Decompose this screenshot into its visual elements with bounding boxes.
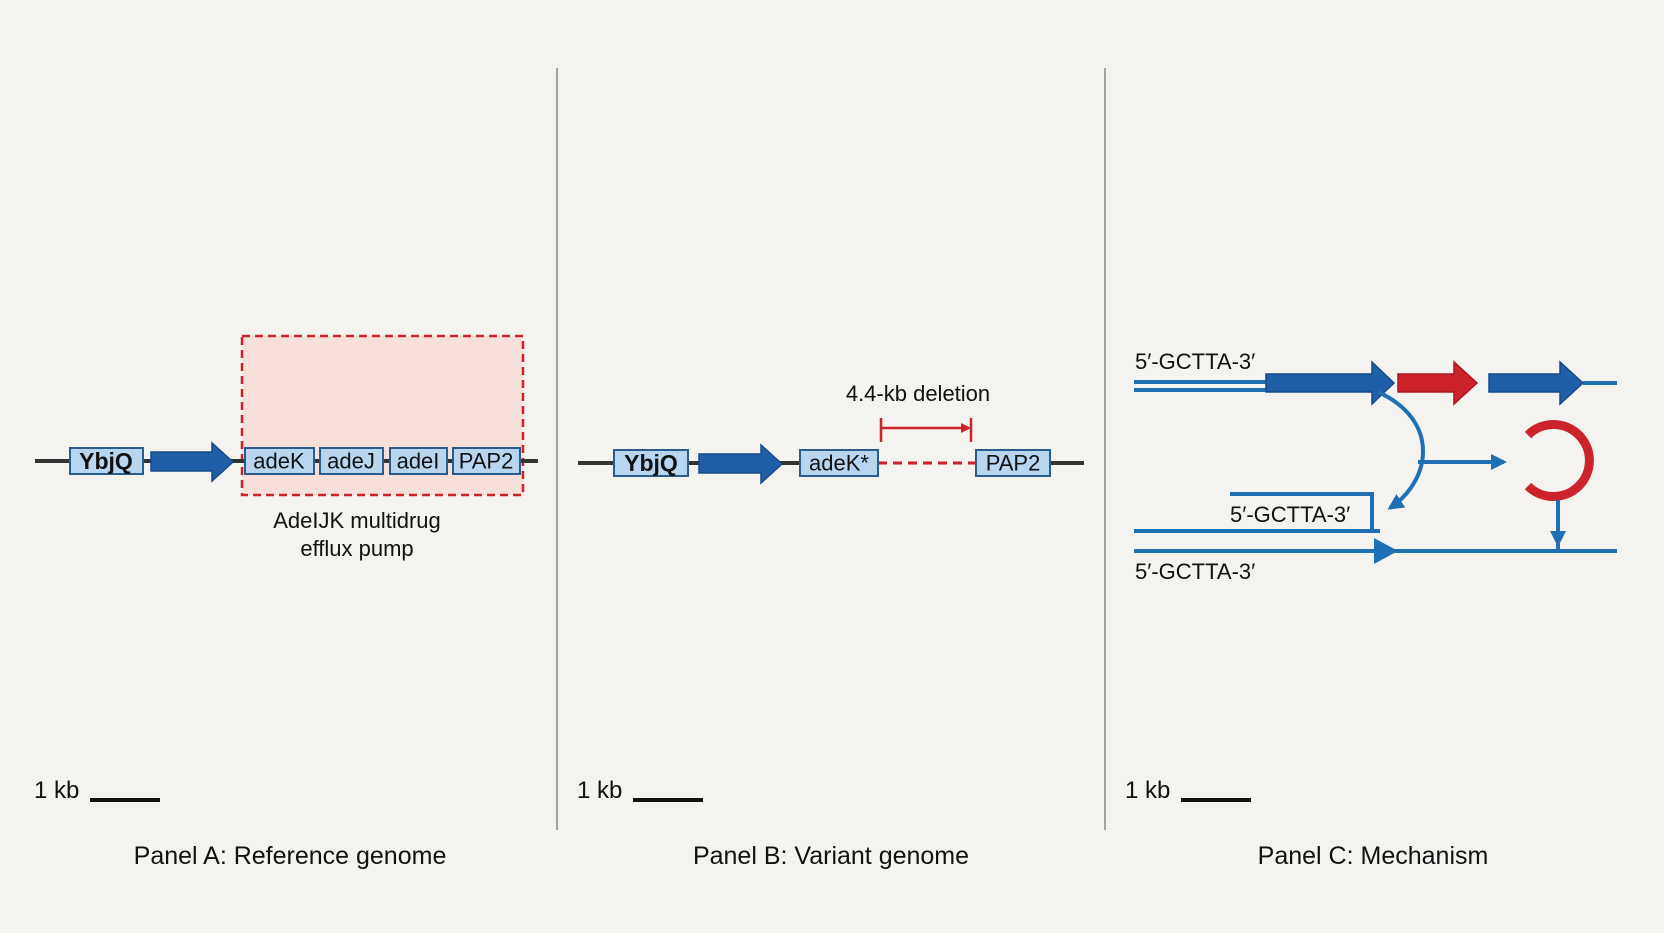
- panel-b: YbjQ adeK* PAP2 4.4-kb deletion 1 kb Pan…: [577, 381, 1084, 870]
- bottom-strand-arrowhead: [1374, 538, 1398, 564]
- scale-label-a: 1 kb: [34, 777, 79, 804]
- gene-adek-star-b: adeK*: [799, 449, 879, 477]
- curved-strand: [1377, 390, 1425, 510]
- top-red-arrow: [1397, 360, 1479, 406]
- top-blue-arrow-2: [1488, 360, 1585, 406]
- gene-ybjq-b: YbjQ: [613, 449, 689, 477]
- panel-c: 5′-GCTTA-3′ 5′-GCTTA-3′ 5′-GCTTA-3′ 1 kb…: [1125, 349, 1617, 870]
- scale-label-c: 1 kb: [1125, 777, 1170, 804]
- gene-adej-a: adeJ: [319, 447, 384, 475]
- efflux-annotation-line1: AdeIJK multidrug: [273, 508, 441, 533]
- svg-text:YbjQ: YbjQ: [624, 450, 678, 476]
- svg-text:adeK: adeK: [253, 449, 305, 474]
- caption-c: Panel C: Mechanism: [1258, 842, 1489, 870]
- seq-middle-label: 5′-GCTTA-3′: [1230, 502, 1350, 527]
- svg-text:adeK*: adeK*: [809, 451, 869, 476]
- panel-a: YbjQ adeK adeJ adeI PAP2 AdeIJK multidru…: [34, 334, 538, 870]
- seq-top-label: 5′-GCTTA-3′: [1135, 349, 1255, 374]
- scale-label-b: 1 kb: [577, 777, 622, 804]
- gene-ybjq-a: YbjQ: [69, 447, 144, 475]
- efflux-annotation-line2: efflux pump: [300, 536, 413, 561]
- deletion-label: 4.4-kb deletion: [846, 381, 990, 406]
- gene-arrow-b: [698, 443, 784, 485]
- svg-text:adeI: adeI: [397, 449, 440, 474]
- excised-circle: [1524, 420, 1594, 501]
- gene-arrow-a: [150, 441, 235, 483]
- gene-pap2-b: PAP2: [975, 449, 1051, 477]
- gene-pap2-a: PAP2: [452, 447, 521, 475]
- top-blue-arrow-1: [1265, 360, 1396, 406]
- svg-text:PAP2: PAP2: [986, 451, 1041, 476]
- seq-bottom-label: 5′-GCTTA-3′: [1135, 559, 1255, 584]
- svg-text:PAP2: PAP2: [459, 449, 514, 474]
- caption-a: Panel A: Reference genome: [134, 842, 447, 870]
- caption-b: Panel B: Variant genome: [693, 842, 969, 870]
- svg-text:adeJ: adeJ: [327, 449, 375, 474]
- svg-text:YbjQ: YbjQ: [79, 448, 133, 474]
- gene-adei-a: adeI: [389, 447, 448, 475]
- gene-adek-a: adeK: [244, 447, 315, 475]
- middle-bracket-strand: [1230, 492, 1374, 530]
